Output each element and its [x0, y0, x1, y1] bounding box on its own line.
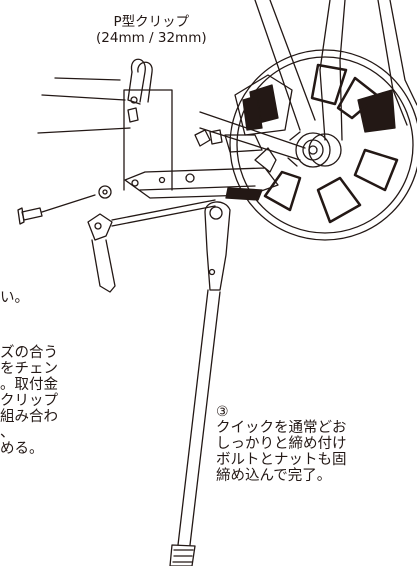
step-number: ③: [216, 404, 229, 420]
left-text-line: をチェン: [0, 361, 58, 377]
step-3-line: クイックを通常どお: [216, 420, 347, 436]
left-text-fragment: い。: [0, 290, 29, 306]
step-3-line: ボルトとナットも固: [216, 452, 347, 468]
step-3-instruction: ③ クイックを通常どお しっかりと締め付け ボルトとナットも固 締め込んで完了。: [216, 404, 347, 484]
kickstand-leg: [169, 201, 231, 566]
quick-release-lever: [87, 199, 216, 293]
rear-hub: [234, 74, 342, 168]
left-instruction-text: ズの合う をチェン 。取付金 クリップ 組み合わ 、 める。: [0, 345, 58, 457]
left-text-line: める。: [0, 441, 44, 457]
step-3-line: 締め込んで完了。: [216, 468, 332, 484]
step-3-line: しっかりと締め付け: [216, 436, 347, 452]
left-text-line: 。取付金: [0, 377, 58, 393]
p-clip-label-name: P型クリップ: [113, 14, 190, 30]
bolt-and-washer: [17, 185, 112, 225]
p-clip: [37, 58, 173, 191]
left-text-line: 、: [0, 425, 15, 441]
p-clip-label: P型クリップ (24mm / 32mm): [96, 14, 207, 46]
p-clip-label-sizes: (24mm / 32mm): [96, 30, 207, 46]
mounting-plate: [124, 129, 279, 201]
chainring: [229, 49, 417, 241]
left-text-line: クリップ: [0, 393, 58, 409]
left-text-line: 組み合わ: [0, 409, 58, 425]
left-text-line: ズの合う: [0, 345, 58, 361]
